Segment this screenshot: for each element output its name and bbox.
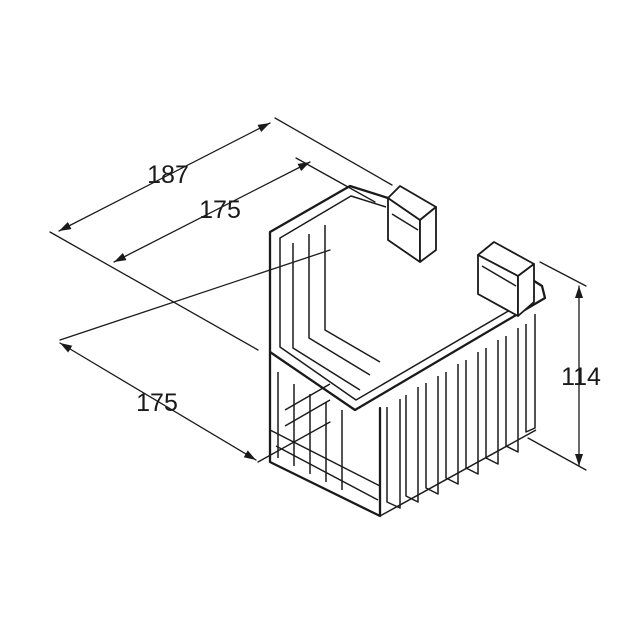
dimension-label-175-depth: 175 — [199, 196, 241, 224]
back-wall-loop-2 — [308, 234, 371, 376]
front-wire-loop-6 — [485, 340, 499, 465]
dimension-label-114: 114 — [561, 363, 601, 391]
extension-line-height-top — [539, 261, 587, 287]
dimension-inner-depth: 175 — [113, 157, 376, 263]
front-wire-loop-4 — [445, 364, 459, 485]
front-wire-loop-1 — [386, 399, 401, 509]
dimension-height: 114 — [527, 261, 601, 471]
right-wall-bracket — [477, 241, 535, 317]
left-wall-bracket — [387, 185, 437, 263]
front-wire-loop-8 — [525, 314, 536, 433]
dimension-label-187: 187 — [147, 161, 189, 189]
back-wall-loop-1 — [292, 243, 361, 391]
dimension-line-175-depth — [113, 161, 311, 263]
extension-line-left — [49, 231, 259, 351]
front-wire-loop-3 — [425, 376, 439, 495]
basket-top-rim-outer — [268, 184, 547, 412]
left-bracket-groove — [391, 213, 419, 231]
right-bracket-groove — [481, 265, 517, 287]
front-wire-loop-2 — [405, 387, 419, 503]
left-side-cross-1 — [284, 383, 331, 411]
front-bottom-wire-2 — [275, 445, 379, 501]
front-wire-loop-5 — [465, 352, 479, 475]
dimension-line-175-width — [59, 342, 257, 461]
basket-bottom-edge — [379, 429, 537, 517]
front-bottom-wire-1 — [269, 429, 381, 487]
right-bracket-side — [517, 263, 535, 317]
extension-line-right — [274, 117, 393, 186]
extension-line-top — [59, 249, 331, 341]
front-wire-loop-7 — [505, 328, 519, 453]
front-corner-post — [268, 350, 382, 518]
extension-line-height-bottom — [527, 437, 587, 471]
left-bracket-side — [419, 206, 437, 263]
dimension-width: 175 — [59, 249, 331, 463]
wire-basket — [268, 184, 547, 518]
back-wall-loop-3 — [324, 225, 381, 363]
dimension-overall-depth: 187 — [49, 117, 393, 351]
left-side-cross-2 — [284, 399, 331, 427]
dimension-label-175-width: 175 — [136, 389, 178, 417]
